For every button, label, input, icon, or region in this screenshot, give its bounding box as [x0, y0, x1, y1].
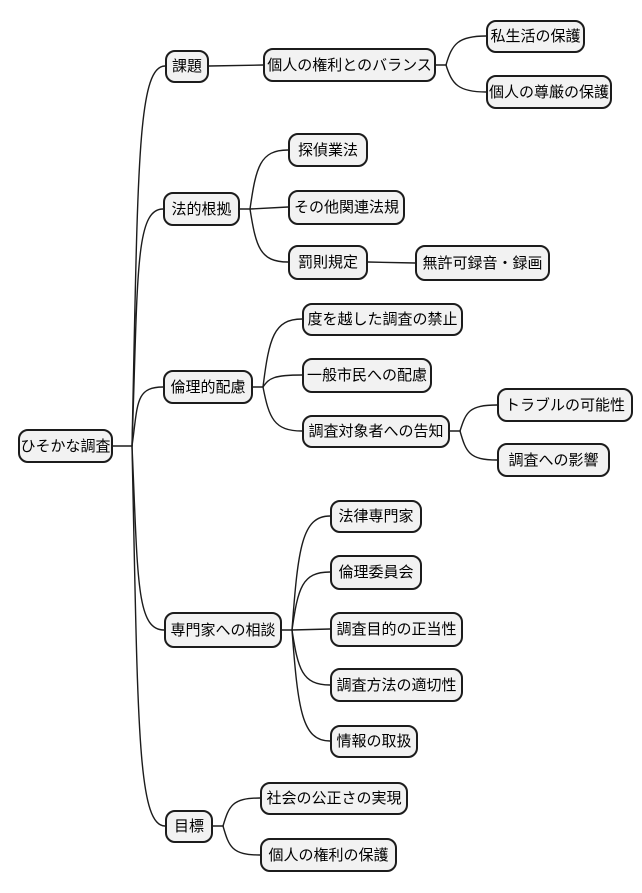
edge-senmonka-rinriiinkai	[291, 571, 331, 631]
node-songen-hogo: 個人の尊厳の保護	[486, 75, 612, 109]
node-hoho-tekisetsusei: 調査方法の適切性	[330, 668, 463, 702]
edge-root-mokuhyo	[131, 445, 166, 827]
edge-senmonka-horitsu	[291, 515, 331, 631]
edge-rinri-dookoshita	[262, 318, 303, 388]
edge-rinri-taishosha	[262, 386, 303, 432]
edge-root-senmonka	[131, 445, 165, 631]
edge-hoteki-sonota	[249, 206, 289, 210]
edge-mokuhyo-kojin-hogo	[222, 825, 261, 856]
edge-balance-songen	[445, 64, 487, 93]
node-kojin-kenri-hogo: 個人の権利の保護	[260, 838, 397, 872]
node-trouble-kanosei: トラブルの可能性	[497, 388, 633, 422]
edge-root-rinriteki-hairyo	[131, 386, 164, 447]
node-hoteki-konkyo: 法的根拠	[163, 192, 240, 226]
node-shiseikatsu-hogo: 私生活の保護	[486, 20, 585, 53]
node-mokuteki-seitosei: 調査目的の正当性	[330, 612, 463, 647]
edge-hoteki-tantei	[249, 149, 289, 210]
node-root-hisokana-chosa: ひそかな調査	[18, 429, 113, 463]
node-mokuhyo: 目標	[165, 810, 213, 843]
node-joho-toriatsukai: 情報の取扱	[330, 725, 418, 758]
node-ippan-shimin-hairyo: 一般市民への配慮	[302, 358, 432, 393]
node-taishosha-kokuchi: 調査対象者への告知	[302, 415, 450, 448]
edge-mokuhyo-shakai	[222, 797, 261, 827]
node-horitsu-senmonka: 法律専門家	[330, 500, 422, 533]
edge-hoteki-bassoku	[249, 208, 289, 263]
node-shakai-kosei: 社会の公正さの実現	[260, 782, 408, 815]
node-sonota-kanren-hoki: その他関連法規	[288, 190, 405, 225]
node-kadai: 課題	[165, 50, 209, 83]
edge-root-kadai	[131, 65, 166, 447]
node-do-o-koshita-kinshi: 度を越した調査の禁止	[302, 303, 463, 336]
edge-taishosha-eikyo	[459, 430, 498, 461]
node-rinriteki-hairyo: 倫理的配慮	[163, 370, 253, 404]
edge-kadai-balance	[208, 64, 264, 67]
edge-rinri-ippan	[262, 374, 303, 388]
edge-taishosha-trouble	[459, 404, 498, 432]
node-chosa-eikyo: 調査への影響	[497, 443, 610, 477]
node-bassoku-kitei: 罰則規定	[288, 245, 368, 280]
edge-root-hoteki-konkyo	[131, 208, 164, 447]
node-tanteigyoho: 探偵業法	[288, 133, 368, 167]
edge-balance-shiseikatsu	[445, 35, 487, 66]
edge-senmonka-mokuteki	[291, 628, 331, 631]
edge-senmonka-joho	[291, 629, 331, 742]
node-kenri-balance: 個人の権利とのバランス	[263, 48, 436, 82]
edge-senmonka-hoho	[291, 629, 331, 686]
node-rinri-iinkai: 倫理委員会	[330, 555, 422, 590]
node-senmonka-sodan: 専門家への相談	[164, 612, 282, 648]
edge-bassoku-mukyoka	[367, 261, 416, 264]
node-mukyoka-rokuon: 無許可録音・録画	[415, 245, 550, 281]
